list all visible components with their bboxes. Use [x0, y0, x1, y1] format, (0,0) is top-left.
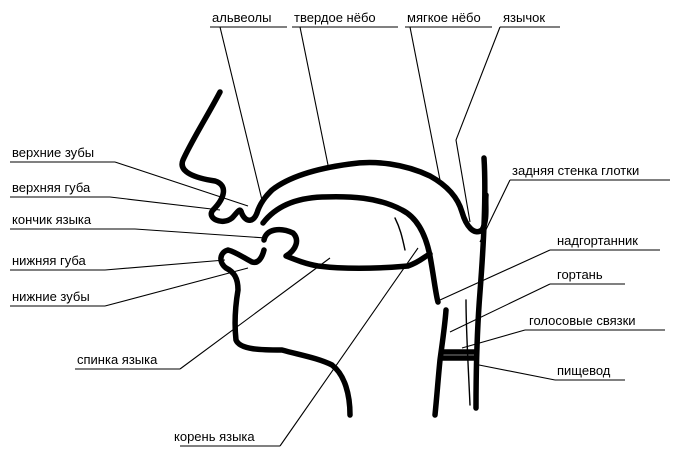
palate-inner-outline	[263, 197, 438, 302]
leader-soft-palate	[405, 27, 492, 180]
label-uvula: язычок	[503, 10, 545, 25]
label-vocal-cords: голосовые связки	[529, 313, 636, 328]
leader-upper-lip	[10, 197, 220, 210]
label-upper-teeth: верхние зубы	[12, 145, 94, 160]
label-tongue-back: спинка языка	[77, 352, 158, 367]
labels: альвеолы твердое нёбо мягкое нёбо язычок…	[12, 10, 639, 444]
leader-alveoli	[210, 27, 287, 200]
leader-uvula	[456, 27, 560, 222]
label-hard-palate: твердое нёбо	[294, 10, 376, 25]
tongue-root-inner-outline	[395, 218, 405, 250]
label-tongue-root: корень языка	[174, 429, 255, 444]
label-soft-palate: мягкое нёбо	[407, 10, 481, 25]
leader-epiglottis	[440, 250, 660, 300]
larynx-outline	[435, 310, 446, 415]
face-upper-outline	[182, 92, 486, 232]
anatomy-outline	[182, 92, 486, 415]
label-tongue-tip: кончик языка	[12, 212, 92, 227]
leader-tongue-tip	[10, 229, 266, 238]
label-alveoli: альвеолы	[212, 10, 271, 25]
vocal-cords-outline	[442, 352, 476, 358]
label-lower-teeth: нижние зубы	[12, 289, 90, 304]
lower-lip-outline	[221, 250, 350, 415]
leader-hard-palate	[292, 27, 398, 165]
label-lower-lip: нижняя губа	[12, 253, 87, 268]
label-esophagus: пищевод	[557, 363, 611, 378]
label-upper-lip: верхняя губа	[12, 180, 91, 195]
label-epiglottis: надгортанник	[557, 233, 638, 248]
label-larynx: гортань	[557, 267, 603, 282]
label-pharynx-back-wall: задняя стенка глотки	[512, 163, 639, 178]
leader-tongue-root	[180, 248, 418, 446]
leader-vocal-cords	[462, 330, 665, 348]
